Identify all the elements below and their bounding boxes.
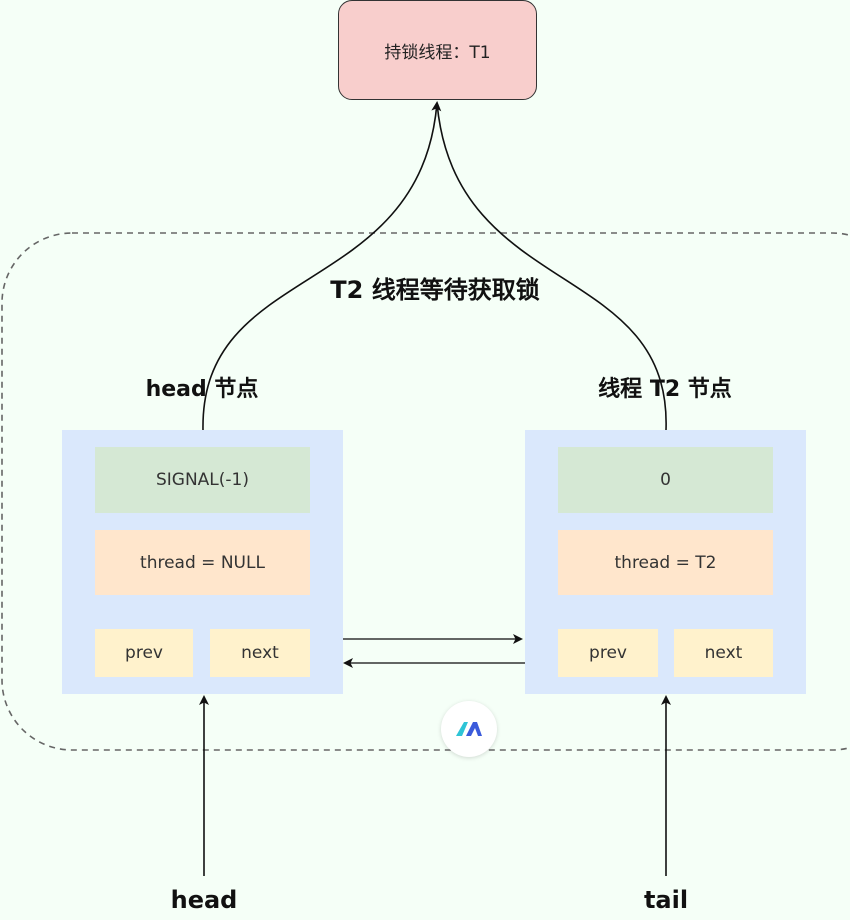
logo-icon — [456, 722, 482, 736]
head-node-wait-status: SIGNAL(-1) — [95, 447, 310, 513]
t2-node-to-lock-curve — [436, 102, 667, 431]
t2-node-title: 线程 T2 节点 — [598, 377, 732, 402]
lock-owner-label: 持锁线程：T1 — [384, 42, 491, 63]
head-node-next: next — [210, 629, 310, 677]
head-node-prev: prev — [95, 629, 193, 677]
watermark-logo — [441, 701, 497, 757]
t2-node-thread: thread = T2 — [558, 530, 773, 595]
wait-group-title: T2 线程等待获取锁 — [330, 276, 540, 304]
t2-node-prev: prev — [558, 629, 658, 677]
lock-owner-box: 持锁线程：T1 — [338, 0, 537, 100]
head-node-thread: thread = NULL — [95, 530, 310, 595]
head-pointer-label: head — [170, 886, 238, 914]
tail-pointer-label: tail — [643, 886, 689, 914]
head-node-to-lock-curve — [202, 101, 442, 431]
t2-node-wait-status: 0 — [558, 447, 773, 513]
wait-group-boundary — [1, 232, 850, 751]
t2-node-next: next — [674, 629, 773, 677]
head-node-title: head 节点 — [145, 377, 259, 402]
